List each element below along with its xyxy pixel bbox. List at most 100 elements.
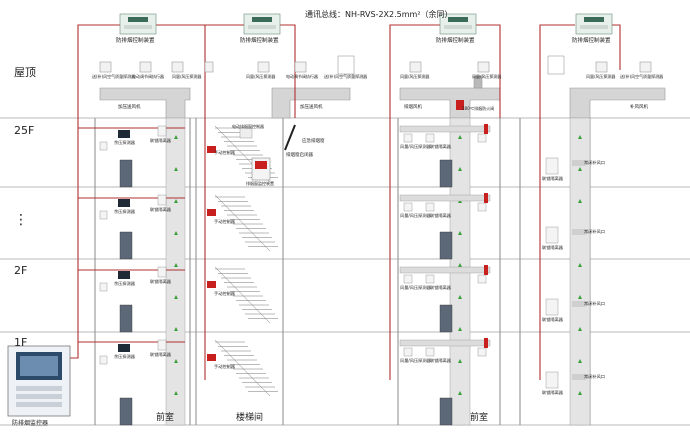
caption-residual-pressure: 余压探测器 (114, 209, 135, 214)
airflow-arrow (174, 263, 178, 267)
floor-label-ellipsis: ⋮ (14, 212, 28, 228)
caption-linkage-supply: 联锁隔离器 (542, 390, 563, 395)
airflow-arrow (174, 391, 178, 395)
control-device-caption-2: 防排烟控制装置 (240, 38, 279, 44)
control-device-4 (575, 13, 613, 35)
airflow-arrow (174, 295, 178, 299)
roof-caption-exhaust-fan: 排烟风机 (404, 105, 422, 110)
linkage-isolator (157, 125, 167, 137)
airflow-arrow (458, 391, 462, 395)
roof-caption-damper-mid: 电动调节阀执行器 (286, 74, 318, 79)
linkage-isolator (157, 194, 167, 206)
fire-valve-box (456, 100, 464, 110)
roof-caption-speed-far: 送(补)风空气质量探测器 (620, 74, 664, 79)
airflow-arrow (578, 167, 582, 171)
caption-linkage-supply: 联锁隔离器 (542, 245, 563, 250)
caption-wind-pressure: 风量/风压探测器 (400, 144, 431, 149)
wall-box (99, 141, 108, 151)
right-exhaust-duct (399, 87, 501, 119)
caption-linkage-right: 联锁隔离器 (430, 285, 451, 290)
supply-inlet-box (545, 371, 559, 389)
supply-inlet-grille (572, 374, 586, 380)
exhaust-valve (425, 202, 435, 212)
manual-controller-unit (207, 209, 216, 216)
wall-box (99, 355, 108, 365)
airflow-arrow (174, 231, 178, 235)
caption-linkage-right: 联锁隔离器 (430, 144, 451, 149)
manual-controllers (207, 146, 216, 361)
control-device-caption-3: 防排烟控制装置 (436, 38, 475, 44)
stair-rail (214, 339, 271, 397)
manual-controller-unit (207, 146, 216, 153)
exhaust-valve (425, 133, 435, 143)
doors (119, 159, 453, 426)
linkage-isolator (157, 266, 167, 278)
airflow-arrow (578, 391, 582, 395)
airflow-arrow (458, 295, 462, 299)
caption-manual-controller: 手动控制器 (214, 150, 235, 155)
supply-inlet-grille (572, 160, 586, 166)
wind-pressure-sensor (403, 202, 413, 212)
roof-caption-pressure-fan-mid: 加压送风机 (300, 105, 323, 110)
exhaust-branch-duct (399, 339, 491, 347)
airflow-arrow (578, 359, 582, 363)
caption-exhaust-window-motor: 电动排烟窗控制器 (232, 124, 264, 129)
airflow-arrow (578, 327, 582, 331)
residual-pressure-sensor (118, 271, 130, 279)
caption-linkage-isolator: 联锁隔离器 (150, 352, 171, 357)
caption-linkage-isolator: 联锁隔离器 (150, 207, 171, 212)
roof-caption-wind-right-2: 风量/风压探测器 (472, 74, 502, 79)
airflow-arrow (578, 263, 582, 267)
floor-label-2f: 2F (14, 264, 28, 277)
caption-wind-pressure: 风量/风压探测器 (400, 213, 431, 218)
roof-caption-damper-left: 电动调节阀执行器 (132, 74, 164, 79)
roof-caption-fire-valve: 280℃排烟防火阀 (462, 106, 495, 111)
exhaust-window-assembly (239, 124, 296, 181)
caption-manual-controller: 手动控制器 (214, 364, 235, 369)
exhaust-valve (425, 274, 435, 284)
area-stairwell: 楼梯间 (236, 413, 264, 423)
roof-caption-supply-fan: 补风风机 (630, 105, 648, 110)
wall-box (99, 210, 108, 220)
roof-caption-wind-left: 风量/风压探测器 (172, 74, 202, 79)
caption-exhaust-window-actuator: 排烟窗启闭器 (286, 153, 313, 158)
fire-valve-small (477, 347, 487, 357)
supply-inlet-units (545, 157, 586, 389)
caption-supply-inlet: 常闭补风口 (584, 229, 605, 234)
control-device-3 (439, 13, 477, 35)
manual-controller-unit (207, 354, 216, 361)
exhaust-valve (425, 347, 435, 357)
caption-linkage-isolator: 联锁隔离器 (150, 279, 171, 284)
airflow-arrow (174, 359, 178, 363)
control-device-2 (243, 13, 281, 35)
anteroom-devices (99, 125, 167, 365)
caption-supply-inlet: 常闭补风口 (584, 374, 605, 379)
exhaust-branch-duct (399, 125, 491, 133)
airflow-arrow (578, 135, 582, 139)
airflow-arrow (174, 327, 178, 331)
fire-valve-small (477, 274, 487, 284)
supply-inlet-grille (572, 229, 586, 235)
roof-sensors (99, 55, 652, 75)
control-device-caption-1: 防排烟控制装置 (116, 38, 155, 44)
supply-inlet-grille (572, 301, 586, 307)
area-anteroom-right: 前室 (470, 413, 489, 423)
exhaust-branch-units (399, 124, 491, 357)
caption-residual-pressure: 余压探测器 (114, 354, 135, 359)
caption-linkage-supply: 联锁隔离器 (542, 317, 563, 322)
supply-inlet-box (545, 298, 559, 316)
wind-pressure-sensor (403, 133, 413, 143)
manual-controller-unit (207, 281, 216, 288)
fire-valve-small (477, 133, 487, 143)
left-roof-duct (99, 87, 191, 119)
airflow-arrow (458, 263, 462, 267)
roof-caption-wind-mid: 风量/风压探测器 (246, 74, 276, 79)
roof-caption-wind-sensor-left: 送(补)风空气质量探测器 (92, 74, 136, 79)
caption-manual-controller: 手动控制器 (214, 219, 235, 224)
stair-rail (214, 266, 271, 324)
caption-exhaust-window: 应急排烟窗 (302, 139, 325, 144)
caption-residual-pressure: 余压探测器 (114, 281, 135, 286)
fire-valve-small (477, 202, 487, 212)
communication-bus (70, 24, 621, 380)
